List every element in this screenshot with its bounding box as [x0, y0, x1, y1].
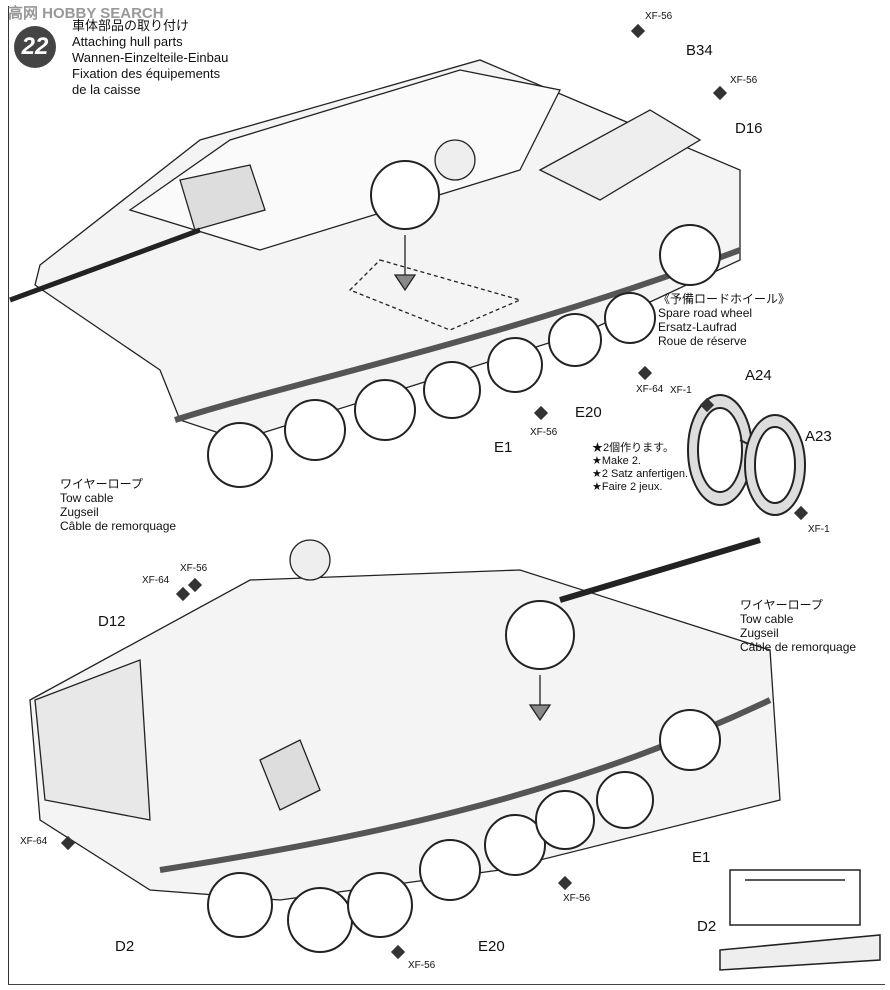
tow-cable-note-top: ワイヤーロープ Tow cable Zugseil Câble de remor… — [60, 477, 176, 533]
callout-d2: D2 — [115, 938, 135, 955]
callout-e20: E20 — [478, 938, 505, 955]
callout-xf56: XF-56 — [530, 427, 558, 438]
note-fr: Roue de réserve — [658, 334, 747, 348]
spare-wheel-note: 《予備ロードホイール》 Spare road wheel Ersatz-Lauf… — [658, 292, 790, 348]
note-de: Zugseil — [740, 626, 779, 640]
step-title: 車体部品の取り付け Attaching hull parts Wannen-Ei… — [72, 18, 228, 98]
callout-xf56: XF-56 — [180, 563, 208, 574]
callout-xf1: XF-1 — [808, 524, 830, 535]
step-number-badge: 22 — [14, 26, 56, 68]
callout-d12: D12 — [98, 613, 126, 630]
make-two-note: ★2個作ります。 ★Make 2. ★2 Satz anfertigen. ★F… — [592, 442, 688, 494]
note-en: Spare road wheel — [658, 306, 753, 320]
note-en: Tow cable — [740, 612, 794, 626]
title-jp: 車体部品の取り付け — [72, 18, 190, 33]
callout-xf1: XF-1 — [670, 385, 692, 396]
callout-b34: B34 — [686, 42, 713, 59]
callout-d16: D16 — [735, 120, 763, 137]
note-jp: ワイヤーロープ — [60, 477, 143, 491]
note-fr: Câble de remorquage — [740, 640, 857, 654]
callout-e1: E1 — [692, 849, 711, 866]
callout-a24: A24 — [745, 367, 772, 384]
callout-a23: A23 — [805, 428, 832, 445]
watermark-logo: 高网 HOBBY SEARCH — [8, 2, 164, 23]
title-en: Attaching hull parts — [72, 34, 183, 49]
title-fr: Fixation des équipements — [72, 66, 221, 81]
callout-xf64: XF-64 — [142, 575, 170, 586]
note-jp: 《予備ロードホイール》 — [658, 292, 791, 306]
title-de: Wannen-Einzelteile-Einbau — [72, 50, 229, 65]
note-en: ★Make 2. — [592, 455, 641, 467]
note-de: Ersatz-Laufrad — [658, 320, 737, 334]
page-frame — [8, 6, 885, 985]
watermark-text: 高网 HOBBY SEARCH — [8, 5, 164, 22]
callout-xf56: XF-56 — [408, 960, 436, 971]
callout-d2: D2 — [697, 918, 717, 935]
note-en: Tow cable — [60, 491, 114, 505]
callout-xf64: XF-64 — [636, 384, 664, 395]
spare-wheel-illustration — [687, 394, 806, 516]
callout-xf56: XF-56 — [730, 75, 758, 86]
note-jp: ★2個作ります。 — [592, 442, 675, 454]
note-fr: ★Faire 2 jeux. — [592, 481, 663, 493]
callout-xf64: XF-64 — [20, 836, 48, 847]
callout-e20: E20 — [575, 404, 602, 421]
callout-xf56: XF-56 — [563, 893, 591, 904]
note-jp: ワイヤーロープ — [740, 598, 823, 612]
callout-e1: E1 — [494, 439, 513, 456]
lower-tank-illustration — [29, 537, 781, 953]
note-de: ★2 Satz anfertigen. — [592, 468, 689, 480]
tow-cable-note-bottom: ワイヤーロープ Tow cable Zugseil Câble de remor… — [740, 598, 856, 654]
upper-tank-illustration — [9, 59, 742, 488]
title-fr-2: de la caisse — [72, 82, 141, 97]
note-de: Zugseil — [60, 505, 99, 519]
note-fr: Câble de remorquage — [60, 519, 177, 533]
callout-xf56: XF-56 — [645, 11, 673, 22]
inset-drawing — [719, 869, 881, 971]
